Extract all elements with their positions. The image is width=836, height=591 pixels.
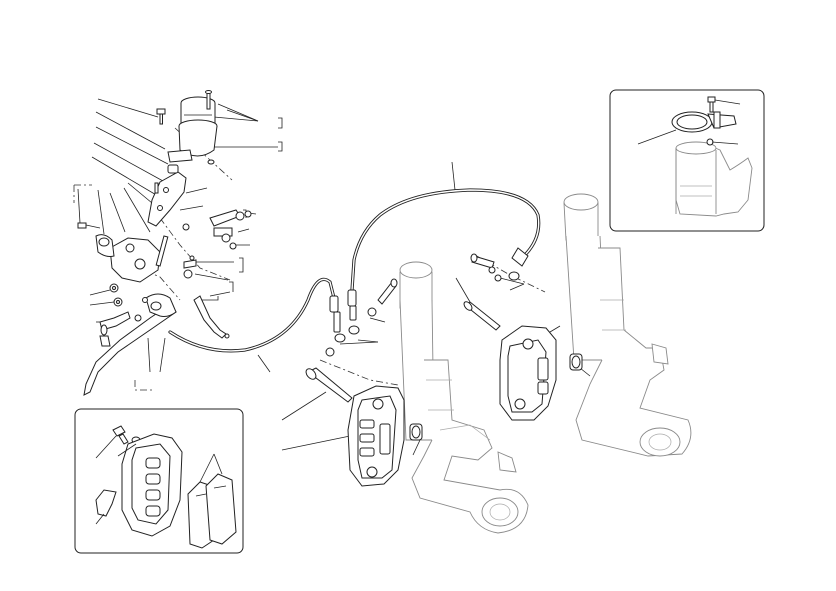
brake-caliper-left [347, 385, 405, 487]
brake-caliper-right [499, 325, 557, 421]
fluid-reservoir [167, 90, 218, 165]
leader-lines-master-cylinder [77, 98, 278, 373]
caliper-bolts [305, 253, 502, 403]
brake-hose-right [347, 188, 541, 335]
small-bolt [156, 108, 166, 125]
banjo-bolts-upper [183, 209, 252, 279]
mounting-bracket [147, 164, 190, 231]
fork-leg-left [399, 261, 529, 534]
brake-light-switch [193, 295, 230, 339]
spacer-right [569, 353, 583, 371]
brake-lever-master-cylinder [77, 222, 177, 396]
fork-leg-right [563, 193, 692, 457]
inset-panel-top-right [609, 89, 765, 232]
spacer-left [409, 423, 423, 441]
brake-hose-left [168, 277, 346, 357]
inset-panel-bottom-left [74, 408, 244, 554]
leader-lines-center [257, 161, 591, 456]
small-fittings-left [99, 283, 148, 347]
